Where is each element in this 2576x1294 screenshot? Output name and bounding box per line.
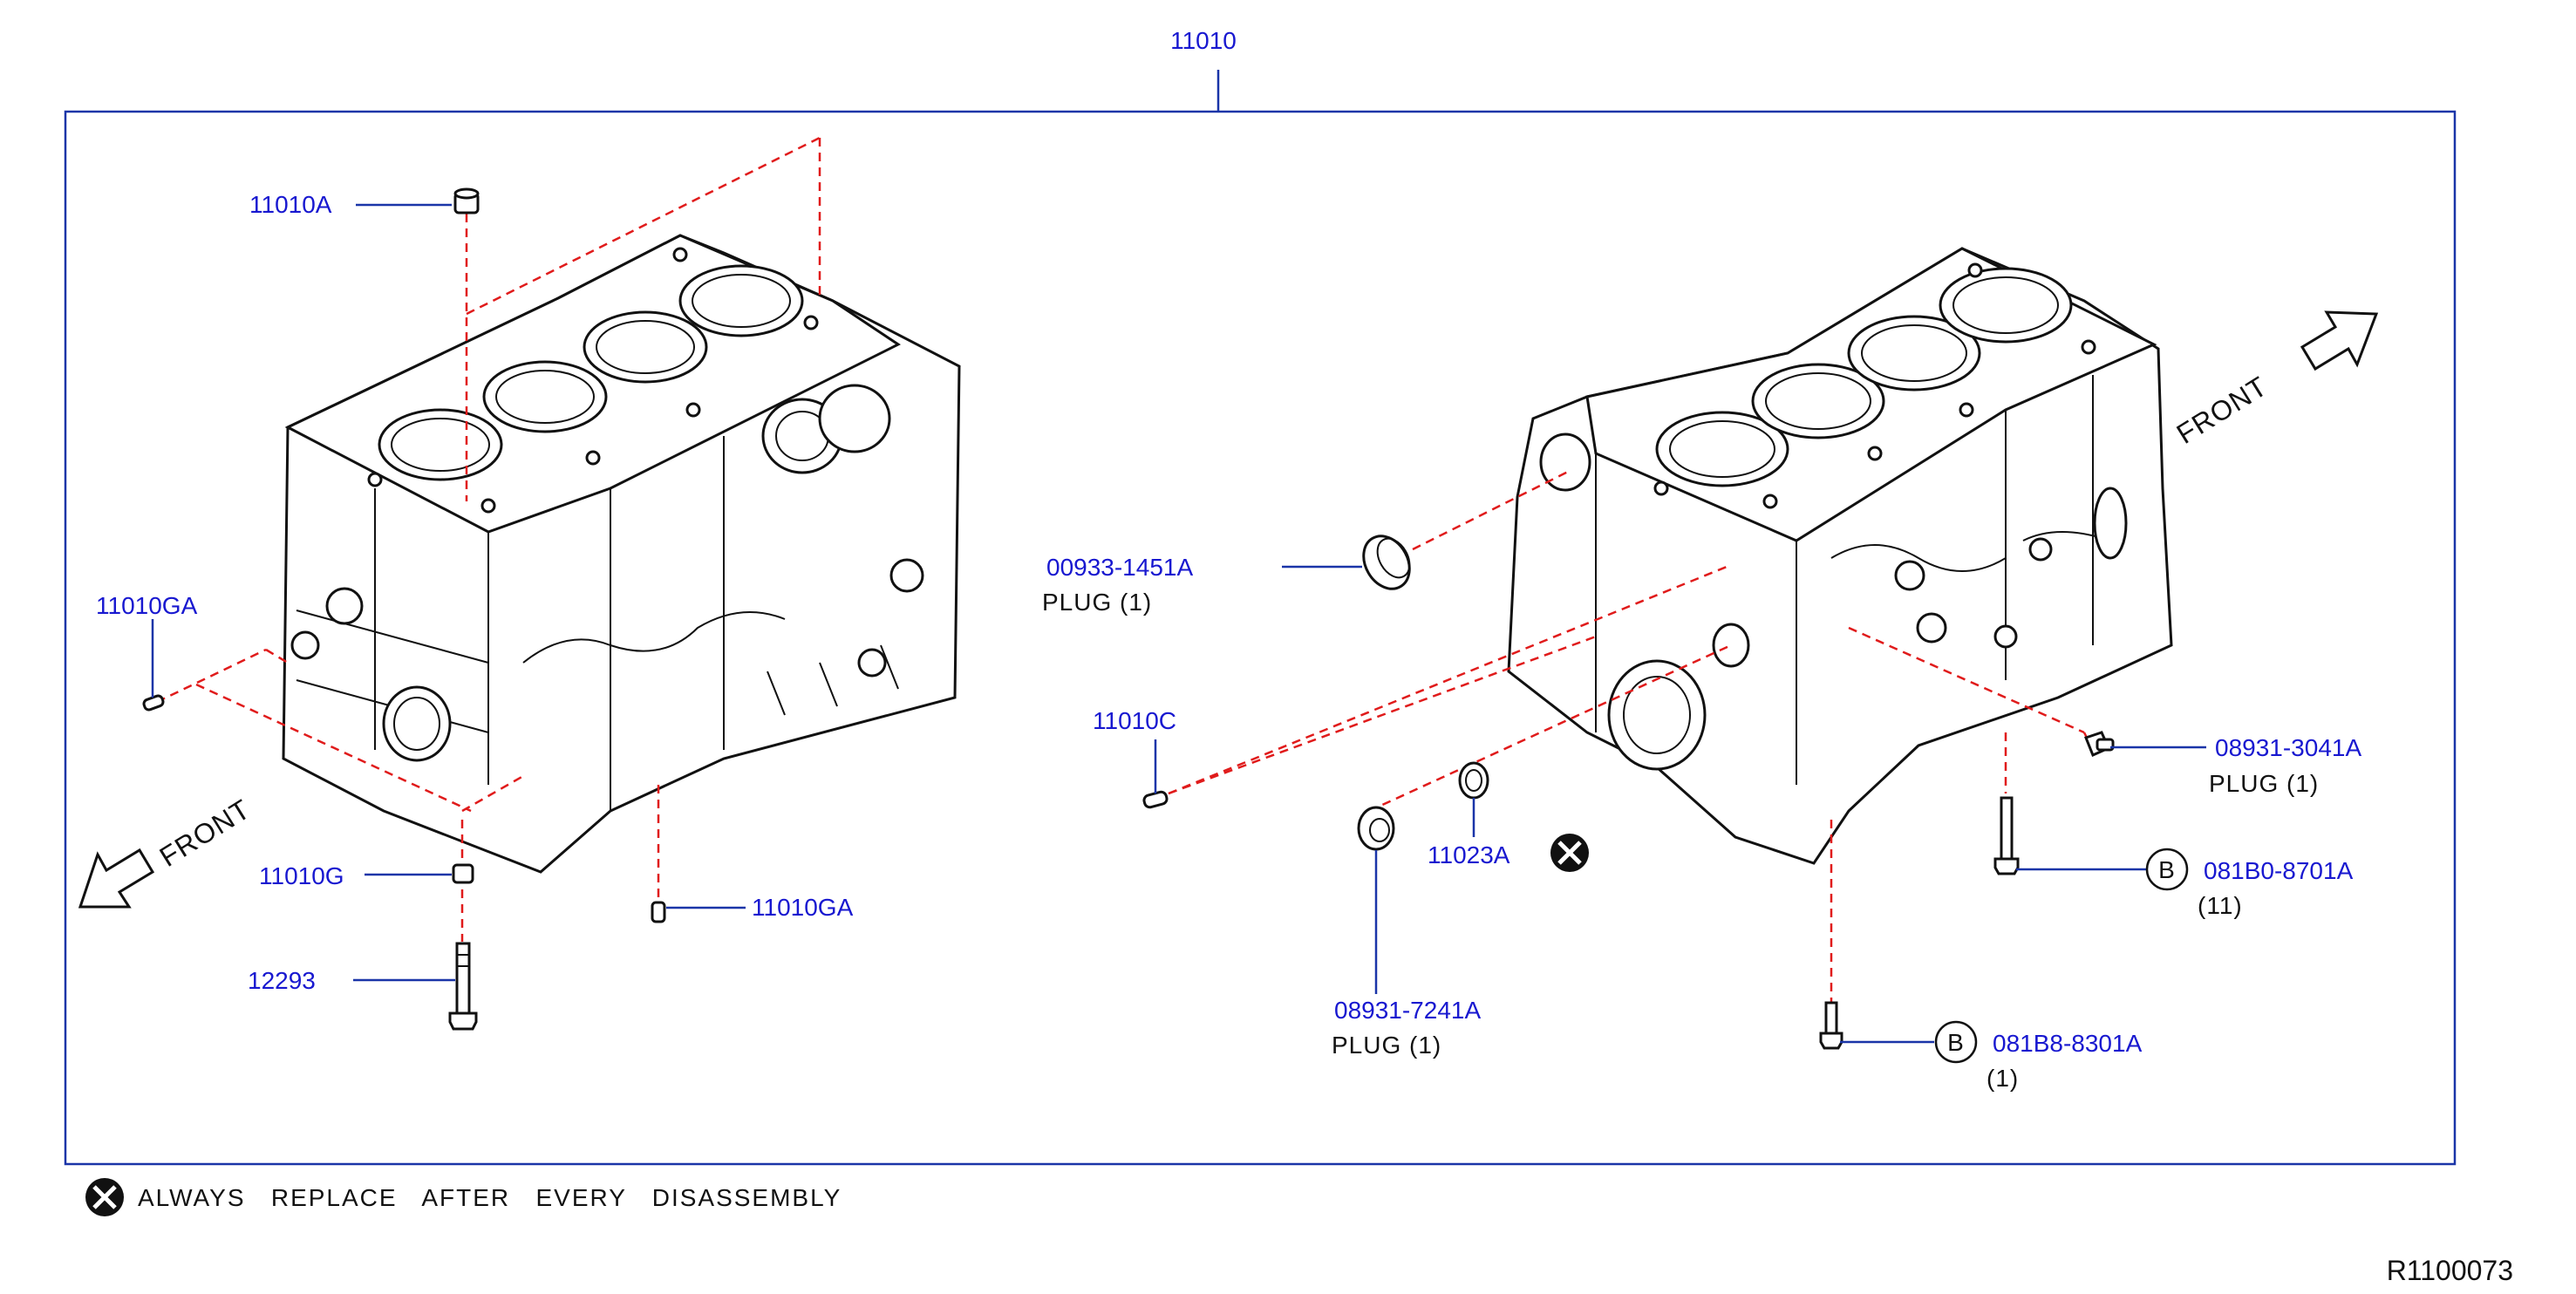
part-08931-7241A-plug[interactable]: [1357, 806, 1395, 851]
part-081B0-8701A-bolt[interactable]: [1993, 796, 2020, 875]
diagram-frame: [64, 110, 2457, 1166]
legend-text: ALWAYS REPLACE AFTER EVERY DISASSEMBLY: [138, 1184, 842, 1211]
marker-b-081B8: B: [1934, 1020, 1978, 1064]
right-cylinder-block: [1507, 247, 2173, 865]
front-arrow-right-icon: [2300, 310, 2379, 371]
front-direction-left: FRONT: [78, 793, 256, 909]
part-081B8-8301A-bolt[interactable]: [1819, 1001, 1843, 1050]
caption-plug-08931-7241A: PLUG (1): [1332, 1032, 1441, 1059]
front-label-right: FRONT: [2171, 370, 2273, 450]
callout-11010GA-bottom[interactable]: 11010GA: [752, 894, 854, 921]
callout-11010GA-left[interactable]: 11010GA: [96, 592, 198, 619]
part-11010GA-left-pin[interactable]: [142, 694, 165, 712]
svg-text:B: B: [1947, 1029, 1965, 1056]
callout-081B8-8301A[interactable]: 081B8-8301A: [1993, 1030, 2143, 1057]
part-11010G-dowel[interactable]: [452, 863, 474, 884]
part-11023A-washer[interactable]: [1458, 761, 1489, 800]
front-arrow-left-icon: [78, 848, 155, 909]
part-11010A-dowel[interactable]: [453, 187, 480, 215]
drawing-reference: R1100073: [2387, 1255, 2513, 1286]
marker-b-081B0: B: [2145, 848, 2189, 891]
front-label-left: FRONT: [154, 793, 256, 873]
caption-qty-081B0-8701A: (11): [2198, 892, 2243, 919]
callout-12293[interactable]: 12293: [248, 967, 316, 994]
part-11010GA-bottom-pin[interactable]: [651, 901, 666, 923]
left-assembly-guides: [156, 136, 821, 942]
callout-11010A[interactable]: 11010A: [249, 191, 332, 218]
callout-081B0-8701A[interactable]: 081B0-8701A: [2204, 857, 2354, 884]
right-assembly-guides: [1168, 469, 2090, 1003]
callout-11010C[interactable]: 11010C: [1093, 707, 1176, 734]
svg-text:B: B: [2158, 856, 2176, 883]
front-direction-right: FRONT: [2171, 310, 2379, 450]
caption-plug-00933-1451A: PLUG (1): [1042, 589, 1152, 616]
callout-00933-1451A[interactable]: 00933-1451A: [1046, 554, 1193, 581]
part-08931-3041A-plug[interactable]: [2084, 731, 2115, 758]
always-replace-marker: [1550, 834, 1589, 872]
caption-plug-08931-3041A: PLUG (1): [2209, 770, 2319, 797]
callout-08931-3041A[interactable]: 08931-3041A: [2215, 734, 2361, 761]
legend: ALWAYS REPLACE AFTER EVERY DISASSEMBLY: [85, 1178, 842, 1216]
part-12293-bolt[interactable]: [448, 942, 478, 1031]
left-cylinder-block: [282, 234, 961, 874]
callout-08931-7241A[interactable]: 08931-7241A: [1334, 997, 1481, 1024]
caption-qty-081B8-8301A: (1): [1987, 1065, 2019, 1092]
callout-11023A[interactable]: 11023A: [1428, 841, 1510, 868]
callout-11010G[interactable]: 11010G: [259, 862, 344, 889]
part-00933-1451A-plug[interactable]: [1354, 528, 1419, 596]
assembly-callout[interactable]: 11010: [1170, 27, 1237, 54]
part-11010C-pin[interactable]: [1142, 790, 1169, 809]
